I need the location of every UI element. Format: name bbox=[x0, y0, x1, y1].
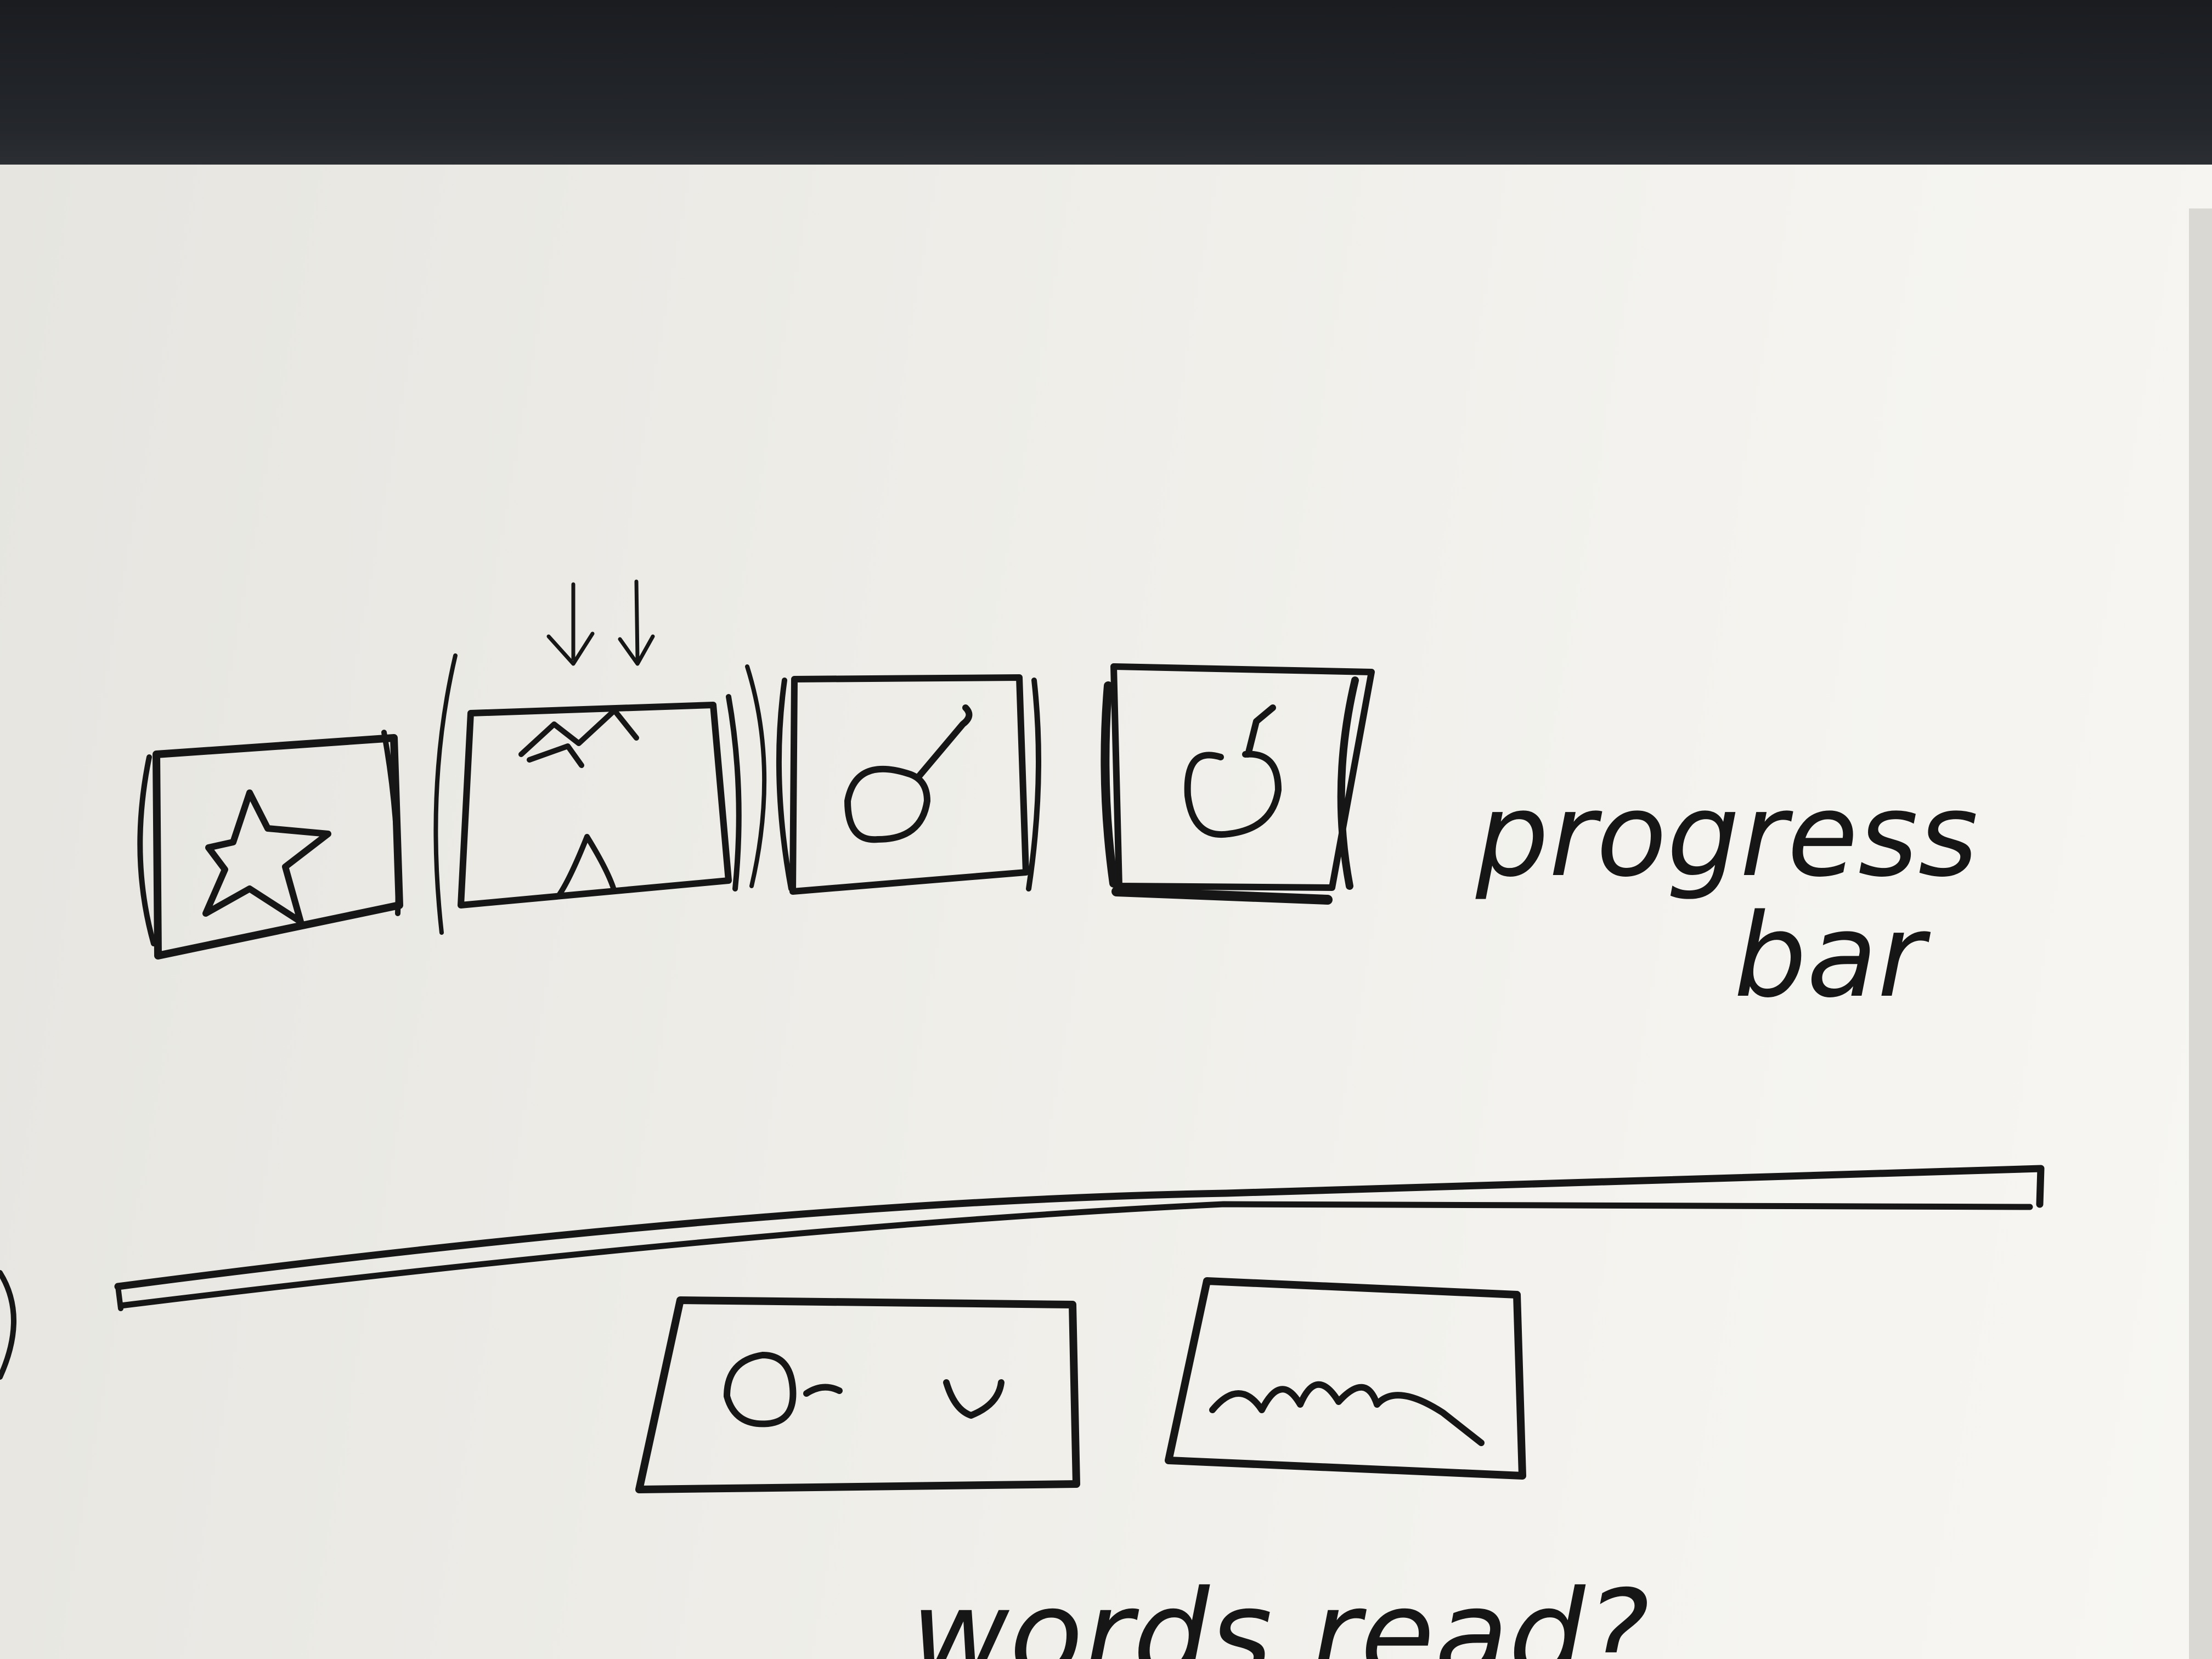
paper-edge bbox=[2189, 208, 2212, 1659]
apple-icon bbox=[844, 704, 973, 843]
word-button-2[interactable] bbox=[1165, 1277, 1526, 1480]
star-icon bbox=[202, 789, 331, 925]
progress-card-current[interactable] bbox=[433, 579, 767, 935]
apple-icon bbox=[1184, 704, 1282, 838]
word-button-1[interactable] bbox=[635, 1296, 1080, 1493]
progress-card-apple-2[interactable] bbox=[1101, 663, 1375, 905]
arrow-down-icon bbox=[618, 579, 655, 666]
bottom-note: words read? bbox=[911, 1564, 1649, 1659]
annotation-line2: bar bbox=[1734, 889, 1931, 1023]
progress-card-star[interactable] bbox=[137, 730, 403, 960]
edge-circle bbox=[0, 1270, 16, 1380]
handwriting-scribble-icon bbox=[1209, 1381, 1485, 1446]
handwriting-scribble-icon bbox=[724, 1352, 1005, 1427]
monitor-bezel bbox=[0, 0, 2212, 181]
progress-track bbox=[114, 1165, 2045, 1311]
partial-star-icon bbox=[518, 708, 639, 897]
arrow-down-icon bbox=[546, 582, 595, 666]
annotation-line1: progress bbox=[1475, 768, 1978, 902]
progress-card-apple-1[interactable] bbox=[776, 674, 1041, 895]
